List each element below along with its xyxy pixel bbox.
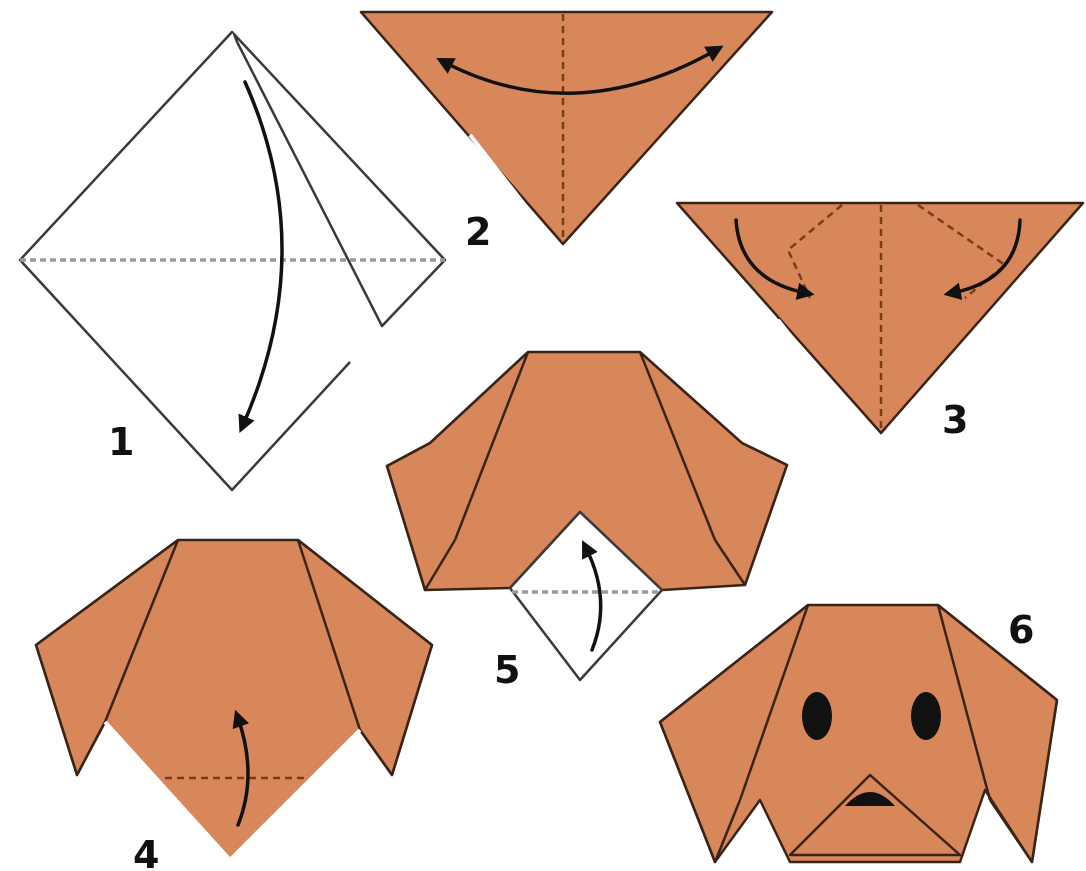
step-6-left-eye: [802, 692, 832, 740]
step-3-diagram: [677, 203, 1083, 433]
step-label-1: 1: [108, 420, 134, 464]
step-label-6: 6: [1008, 608, 1034, 652]
step-6-right-eye: [911, 692, 941, 740]
step-1-diagram: [20, 32, 445, 490]
step-label-3: 3: [942, 398, 968, 442]
step-4-paper: [36, 540, 432, 860]
step-label-4: 4: [133, 833, 159, 871]
step-4-diagram: [36, 540, 432, 860]
step-6-diagram: [660, 605, 1057, 862]
step-label-2: 2: [465, 210, 491, 254]
step-label-5: 5: [494, 648, 520, 692]
step-5-diagram: [387, 352, 787, 680]
